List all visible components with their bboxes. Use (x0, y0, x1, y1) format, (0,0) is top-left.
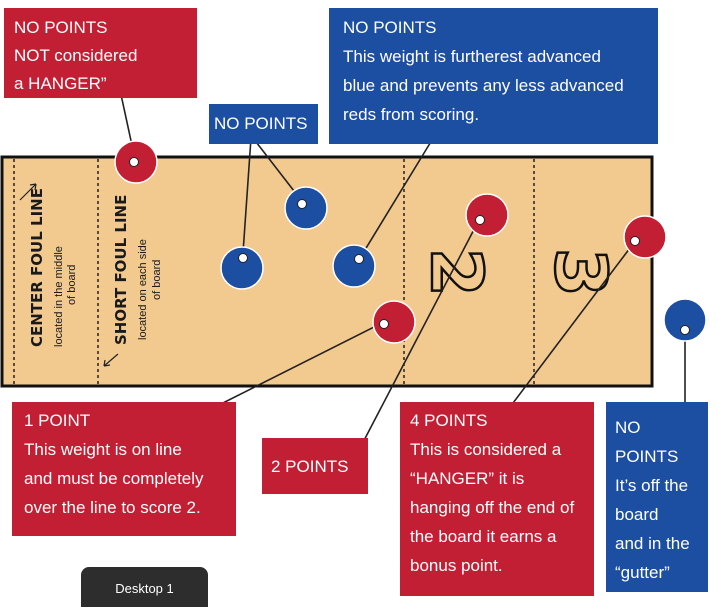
short-foul-line-note-1: located on each side (137, 239, 149, 340)
callout-line: a HANGER” (14, 74, 107, 93)
weight-marker (129, 157, 139, 167)
center-foul-line-note-1: located in the middle (53, 246, 65, 347)
callout-line: POINTS (615, 447, 679, 466)
callout-line: 4 POINTS (410, 411, 488, 430)
callout-line: It’s off the (615, 476, 689, 495)
weight-marker (630, 236, 640, 246)
callout-line: NO (615, 418, 641, 437)
weight-marker (379, 319, 389, 329)
leader-hanger-top (119, 89, 134, 151)
weight-marker (238, 253, 248, 263)
callout-line: 2 POINTS (271, 457, 349, 476)
leader-no-points-right (252, 137, 302, 201)
callout-blue-advanced: NO POINTS This weight is furtherest adva… (329, 8, 658, 144)
callout-two-points: 2 POINTS (262, 438, 368, 494)
callout-line: hanging off the end of (410, 498, 575, 517)
callout-line: NO POINTS (214, 114, 308, 133)
callout-one-point: 1 POINT This weight is on line and must … (12, 402, 236, 536)
callout-line: over the line to score 2. (24, 498, 201, 517)
weight-marker (475, 215, 485, 225)
zone-2-label: 2 (415, 248, 497, 297)
callout-line: “HANGER” it is (410, 469, 525, 488)
desktop-switcher-tab[interactable]: Desktop 1 (81, 567, 208, 607)
red-weight-one-point (372, 300, 416, 344)
callout-line: “gutter” (615, 563, 670, 582)
short-foul-line-label: SHORT FOUL LINE (112, 195, 130, 345)
short-foul-line-note-2: of board (151, 260, 163, 300)
red-weight-hanger (623, 215, 667, 259)
leader-blue-advanced (359, 139, 433, 259)
callout-line: reds from scoring. (343, 105, 480, 124)
weight-marker (680, 325, 690, 335)
callout-line: NOT considered (14, 46, 138, 65)
callout-line: This is considered a (410, 440, 562, 459)
callout-line: and in the (615, 534, 690, 553)
center-foul-line-label: CENTER FOUL LINE (28, 188, 46, 347)
callout-line: and must be completely (24, 469, 204, 488)
callout-line: bonus point. (410, 556, 503, 575)
short-line-arrow (103, 353, 119, 367)
callout-line: 1 POINT (24, 411, 91, 430)
blue-weight-advanced (332, 244, 376, 288)
callout-line: board (615, 505, 659, 524)
callout-line: blue and prevents any less advanced (343, 76, 624, 95)
weight-marker (297, 199, 307, 209)
weight-marker (354, 254, 364, 264)
leader-four-points (506, 239, 637, 412)
callout-line: This weight is on line (24, 440, 182, 459)
blue-weight-left (220, 246, 264, 290)
callout-line: the board it earns a (410, 527, 557, 546)
callout-four-points: 4 POINTS This is considered a “HANGER” i… (400, 402, 594, 596)
center-foul-line-note-2: of board (66, 265, 78, 305)
callout-hanger-top: NO POINTS NOT considered a HANGER” (4, 8, 197, 98)
blue-weight-gutter (663, 298, 707, 342)
callout-gutter: NO POINTS It’s off the board and in the … (606, 402, 708, 592)
red-weight-two-points (465, 193, 509, 237)
blue-weight-top (284, 186, 328, 230)
center-line-arrow (19, 183, 37, 201)
callout-line: NO POINTS (14, 18, 108, 37)
shuffleboard (0, 155, 654, 388)
leader-two-points (358, 217, 481, 451)
callout-line: This weight is furtherest advanced (343, 47, 601, 66)
callout-no-points-mid: NO POINTS (209, 104, 318, 144)
callout-line: NO POINTS (343, 18, 437, 37)
leader-no-points-left (242, 137, 252, 254)
zone-3-label: 3 (539, 248, 621, 297)
